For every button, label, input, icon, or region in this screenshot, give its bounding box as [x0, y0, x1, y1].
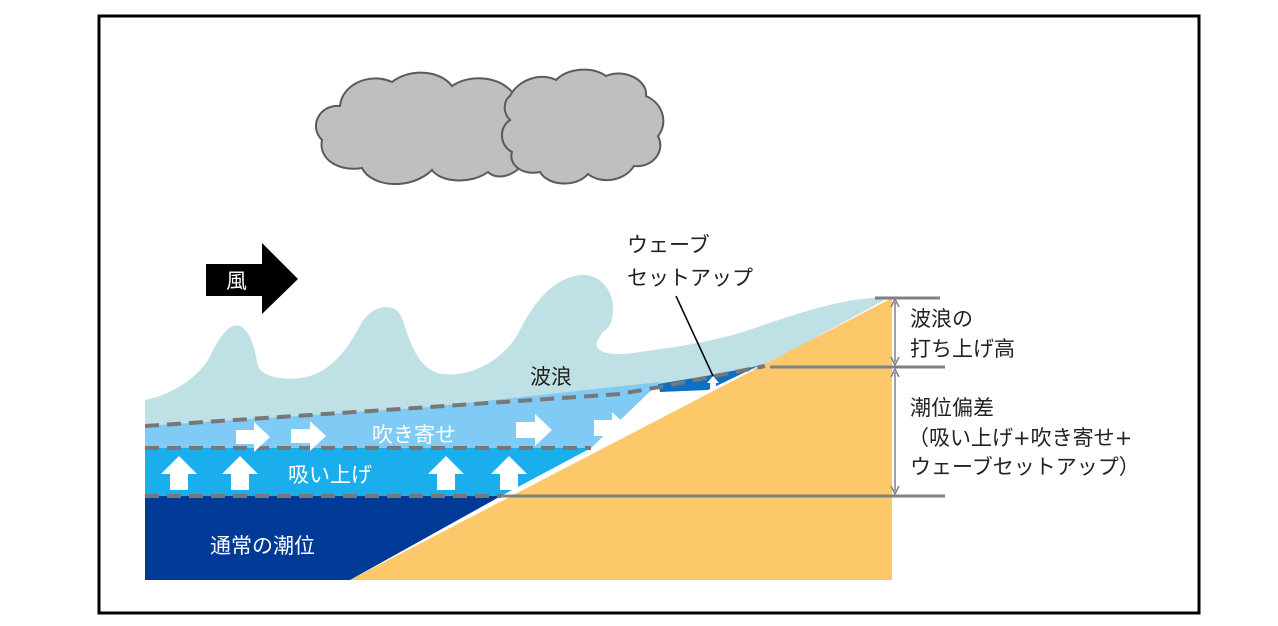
up-arrow-icon [222, 456, 258, 490]
wind-setup-label: 吹き寄せ [372, 423, 456, 447]
runup-label-line2: 打ち上げ高 [910, 337, 1015, 361]
wave-setup-label-line1: ウェーブ [627, 233, 710, 257]
anomaly-title: 潮位偏差 [910, 396, 994, 420]
anomaly-line2: （吸い上げ+吹き寄せ+ [908, 426, 1132, 450]
runup-label-line1: 波浪の [910, 307, 973, 331]
wave-setup-label-line2: セットアップ [627, 266, 753, 290]
guide-lines [501, 296, 945, 498]
up-arrows [161, 456, 527, 490]
anomaly-line3: ウェーブセットアップ） [910, 455, 1140, 479]
up-arrow-icon [491, 456, 527, 490]
wind-arrow-icon [206, 243, 298, 314]
pressure-rise-layer [145, 448, 591, 496]
right-arrows [236, 412, 629, 452]
right-arrow-icon [291, 421, 326, 451]
wave-setup-arrow-icon [707, 376, 719, 390]
right-arrow-icon [516, 414, 552, 446]
wave-setup-pointer [675, 295, 714, 377]
wave-crest-layer [145, 274, 888, 426]
wave-setup-water [658, 366, 758, 392]
up-arrow-icon [161, 456, 197, 490]
up-arrow-icon [428, 456, 464, 490]
normal-tide-layer [145, 496, 501, 580]
land-slope [350, 298, 892, 580]
waves-label: 波浪 [530, 365, 572, 389]
dashed-boundaries [144, 364, 766, 498]
pressure-rise-label: 吸い上げ [288, 463, 372, 487]
right-arrow-icon [236, 422, 270, 452]
wind-label: 風 [226, 269, 247, 293]
right-arrow-icon [594, 412, 629, 444]
normal-tide-label: 通常の潮位 [210, 534, 315, 558]
cloud-icon [315, 68, 665, 185]
